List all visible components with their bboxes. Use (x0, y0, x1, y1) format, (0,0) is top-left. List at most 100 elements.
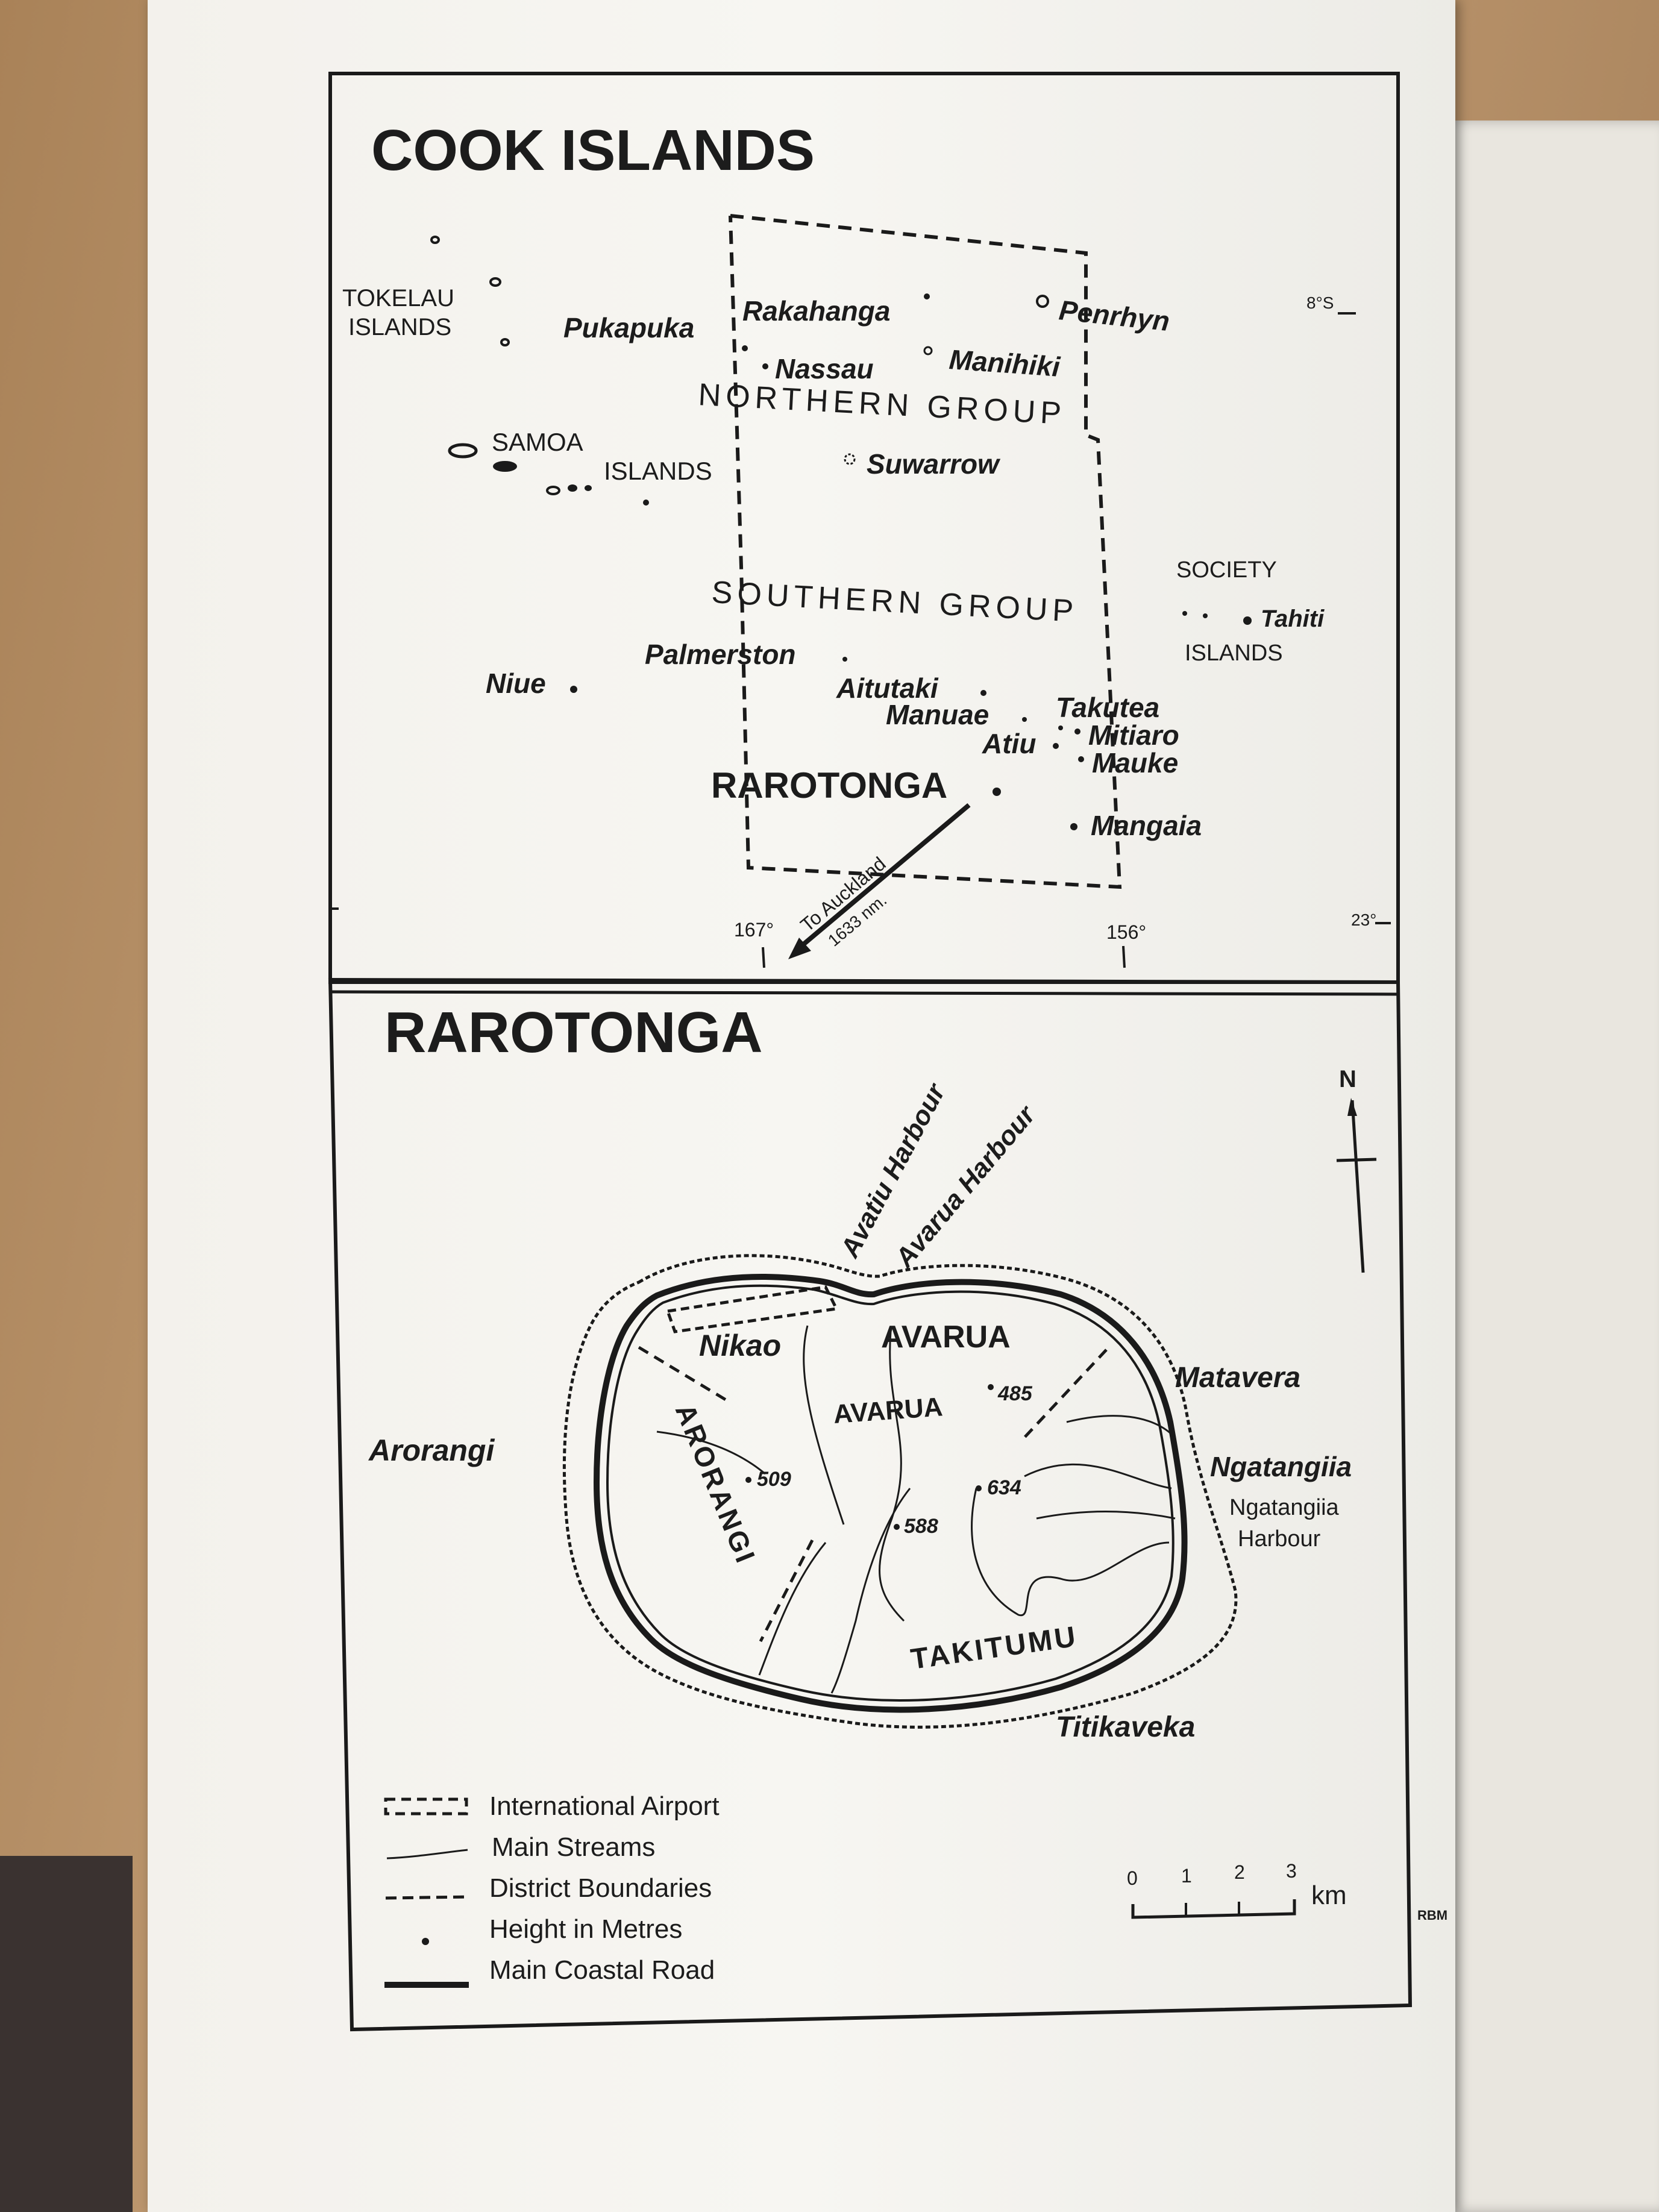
manuae-dot (1022, 717, 1027, 722)
height-dot (976, 1485, 982, 1491)
avarua-town-label: AVARUA (881, 1320, 1011, 1355)
rarotonga-inset-label: RAROTONGA (711, 765, 947, 806)
samoa-label-1: SAMOA (492, 428, 583, 456)
takutea-label: Takutea (1056, 692, 1159, 723)
lon-167-label: 167° (734, 919, 774, 941)
legend-boundary-symbol (385, 1895, 468, 1900)
legend-height-symbol (422, 1938, 429, 1945)
takutea-dot (1058, 725, 1063, 730)
niue-dot (570, 686, 577, 693)
legend-streams-label: Main Streams (492, 1832, 655, 1862)
north-arrow-crossbar (1336, 1158, 1377, 1162)
next-page-edge (1446, 121, 1659, 2212)
stream (1024, 1463, 1172, 1490)
southern-group-label-1: SOUTHERN GROUP (710, 575, 1079, 629)
penrhyn-label: Penrhyn (1058, 294, 1171, 337)
rarotonga-title: RAROTONGA (384, 1000, 763, 1065)
ngatangiia-label: Ngatangiia (1210, 1451, 1352, 1482)
legend-airport-label: International Airport (489, 1791, 720, 1821)
north-arrow-head (1347, 1098, 1357, 1116)
tokelau-islet (500, 338, 510, 346)
rarotonga-frame (328, 977, 1413, 2032)
niue-label: Niue (486, 668, 546, 699)
book-page (148, 0, 1455, 2212)
penrhyn-atoll (1036, 295, 1049, 308)
palmerston-label: Palmerston (645, 639, 796, 670)
mangaia-label: Mangaia (1091, 810, 1202, 841)
ngatangiia-harbour-label-2: Harbour (1238, 1526, 1321, 1552)
samoa-label-2: ISLANDS (604, 457, 712, 485)
ngatangiia-harbour-label-1: Ngatangiia (1229, 1495, 1340, 1520)
scale-tick-3: 3 (1286, 1860, 1297, 1882)
legend-boundaries-label: District Boundaries (489, 1873, 712, 1903)
samoa-islet (546, 486, 560, 495)
tokelau-islet (489, 277, 501, 287)
islet (430, 236, 440, 244)
mauke-dot (1078, 756, 1084, 762)
lon-156-label: 156° (1106, 921, 1146, 943)
society-label-2: ISLANDS (1185, 641, 1283, 666)
scale-tick-1: 1 (1181, 1865, 1192, 1887)
height-dot (894, 1524, 900, 1530)
cook-islands-frame (328, 72, 1400, 984)
mitiaro-label: Mitiaro (1088, 719, 1179, 751)
society-islet (1182, 611, 1187, 616)
stream (1066, 1415, 1172, 1435)
suwarrow-atoll (844, 453, 856, 465)
island-coastline (606, 1284, 1174, 1702)
society-islet (1203, 613, 1208, 618)
palmerston-dot (842, 657, 847, 662)
cook-islands-title: COOK ISLANDS (371, 118, 815, 183)
arorangi-district-label: ARORANGI (670, 1399, 762, 1568)
samoa-island (493, 461, 517, 472)
nassau-label: Nassau (775, 353, 874, 384)
lon-tick (762, 947, 765, 968)
district-boundary (759, 1539, 814, 1643)
map-credit: RBM (1417, 1908, 1447, 1923)
rakahanga-dot (924, 293, 930, 299)
suwarrow-label: Suwarrow (867, 448, 1001, 480)
tokelau-label-2: ISLANDS (348, 314, 451, 340)
panel-divider (330, 990, 1399, 996)
lat-8s-label: 8°S (1306, 293, 1334, 312)
manuae-label: Manuae (886, 699, 989, 730)
rarotonga-dot (993, 788, 1001, 796)
mangaia-dot (1070, 823, 1077, 830)
lon-tick (1122, 945, 1126, 968)
stream (830, 1488, 911, 1694)
northern-group-label: NORTHERN GROUP (697, 377, 1067, 431)
international-airport (665, 1285, 839, 1333)
samoa-islet (585, 485, 592, 491)
stream (879, 1331, 905, 1622)
height-509-label: 509 (757, 1468, 791, 1491)
mitiaro-dot (1074, 728, 1080, 735)
lat-23-label: 23° (1351, 910, 1376, 929)
north-arrow-line (1350, 1100, 1365, 1273)
stream (971, 1488, 1170, 1617)
nassau-dot (762, 363, 768, 369)
north-label: N (1339, 1066, 1356, 1092)
height-634-label: 634 (987, 1476, 1021, 1499)
auckland-arrow-head (788, 938, 811, 959)
legend-heights-label: Height in Metres (489, 1914, 682, 1944)
aitutaki-dot (980, 690, 986, 696)
scale-unit-label: km (1311, 1881, 1347, 1910)
avarua-district-label: AVARUA (832, 1392, 944, 1429)
arorangi-label: Arorangi (368, 1433, 495, 1467)
tahiti-label: Tahiti (1261, 606, 1325, 632)
stream (803, 1325, 845, 1525)
district-boundary (1020, 1349, 1108, 1443)
stream (656, 1430, 766, 1475)
mauke-label: Mauke (1092, 747, 1178, 779)
samoa-islet (568, 484, 577, 492)
matavera-label: Matavera (1175, 1362, 1300, 1394)
manihiki-atoll (923, 346, 933, 356)
legend-road-label: Main Coastal Road (489, 1955, 715, 1985)
legend-stream-symbol (386, 1849, 468, 1860)
atiu-label: Atiu (982, 728, 1036, 759)
height-588-label: 588 (904, 1515, 938, 1538)
scale-bar (1131, 1899, 1296, 1919)
nikao-label: Nikao (699, 1329, 781, 1362)
titikaveka-label: Titikaveka (1056, 1711, 1195, 1743)
takitumu-district-label: TAKITUMU (909, 1621, 1080, 1676)
